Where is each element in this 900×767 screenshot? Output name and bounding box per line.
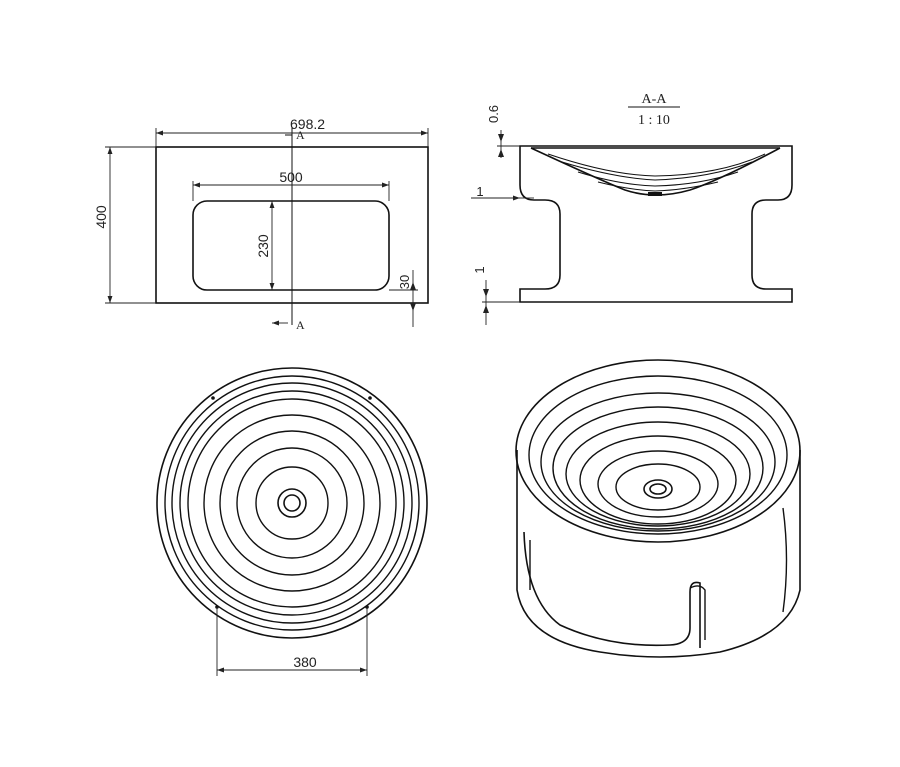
top-view-outer-rim [156,367,428,639]
iso-drain [643,479,673,499]
front-view: 698.2 500 230 400 30 A A [93,116,429,332]
isometric-view [515,359,801,658]
iso-body-outline [516,450,801,658]
section-body-outline [519,145,793,303]
wall-lower-label: 1 [472,266,487,273]
front-view-opening [192,200,390,291]
section-basin-outer [530,147,781,196]
opening-height-label: 230 [255,234,271,258]
section-marker-bottom: A [296,318,305,332]
top-view: 380 [156,367,428,676]
section-view: A-A 1 : 10 0.6 1 1 [471,92,793,325]
width-dimension-label: 698.2 [290,116,325,132]
iso-top-rim [515,359,801,543]
diameter-dimension-label: 380 [293,654,317,670]
opening-width-label: 500 [279,169,303,185]
wall-upper-label: 1 [476,184,483,199]
section-scale: 1 : 10 [638,113,670,128]
top-view-drain [277,488,307,518]
section-marker-top: A [296,128,305,142]
height-dimension-label: 400 [93,205,109,229]
rim-dimension-label: 0.6 [486,105,501,123]
iso-side-opening [523,531,701,648]
section-title: A-A [642,92,668,107]
section-drain [648,192,662,196]
offset-dimension-label: 30 [397,275,412,289]
